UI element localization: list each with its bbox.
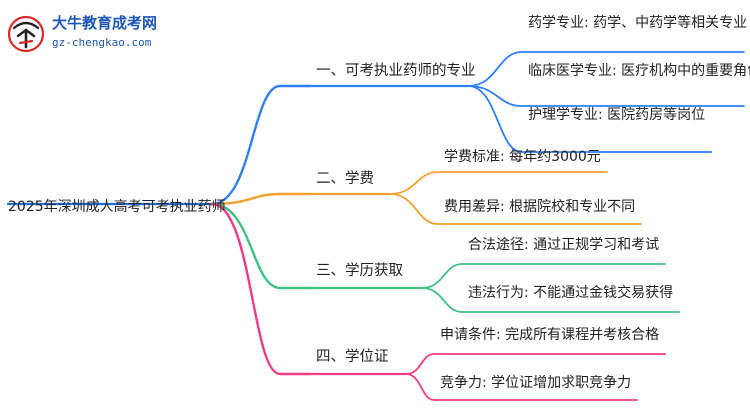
branch-degree: 四、学位证 — [316, 349, 389, 365]
connector-leaf-1-3 — [467, 85, 713, 153]
leaf-nursing-major: 护理学专业: 医院药房等岗位 — [528, 107, 706, 123]
connector-root-branch-4 — [210, 202, 312, 376]
connector-leaf-2-1 — [389, 171, 608, 195]
connector-leaf-4-1 — [405, 353, 667, 375]
leaf-pharmacy-major: 药学专业: 药学、中药学等相关专业 — [528, 15, 748, 31]
connector-leaf-3-2 — [421, 287, 681, 313]
logo-name: 大牛教育成考网 — [52, 14, 158, 32]
branch-tuition: 二、学费 — [316, 171, 374, 187]
connector-leaf-1-1 — [467, 51, 745, 87]
connector-root-branch-3 — [210, 202, 312, 290]
leaf-tuition-standard: 学费标准: 每年约3000元 — [444, 149, 601, 165]
connector-leaf-1-2 — [467, 85, 745, 107]
leaf-clinical-major: 临床医学专业: 医疗机构中的重要角色 — [528, 63, 750, 79]
connector-root-branch-2 — [210, 192, 312, 206]
leaf-fee-difference: 费用差异: 根据院校和专业不同 — [444, 199, 636, 215]
connector-leaf-3-1 — [421, 263, 667, 289]
leaf-legal-route: 合法途径: 通过正规学习和考试 — [468, 237, 660, 253]
connector-leaf-2-2 — [389, 193, 643, 225]
bull-logo-icon — [7, 15, 45, 53]
site-logo[interactable]: 大牛教育成考网 gz-chengkao.com — [6, 10, 206, 56]
branch-majors: 一、可考执业药师的专业 — [316, 63, 476, 79]
connector-root-branch-1 — [210, 84, 312, 206]
root-topic: 2025年深圳成人高考可考执业药师 — [8, 199, 226, 215]
logo-url: gz-chengkao.com — [52, 36, 152, 49]
leaf-illegal-act: 违法行为: 不能通过金钱交易获得 — [468, 285, 674, 301]
leaf-competitiveness: 竞争力: 学位证增加求职竞争力 — [440, 375, 632, 391]
leaf-application-condition: 申请条件: 完成所有课程并考核合格 — [440, 327, 660, 343]
branch-diploma: 三、学历获取 — [316, 263, 403, 279]
connector-leaf-4-2 — [405, 373, 639, 401]
